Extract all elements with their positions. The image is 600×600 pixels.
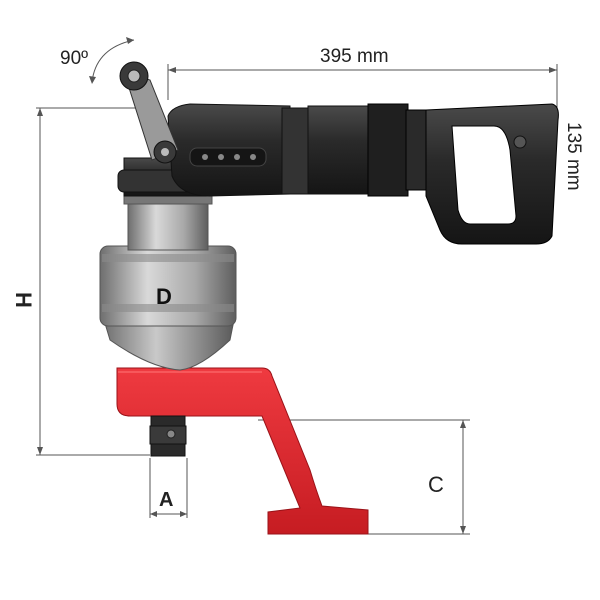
reaction-arm [116,367,369,535]
rotating-lever [119,61,179,164]
length-dimension [167,64,558,108]
a-dimension [149,458,188,518]
rotation-arrow-icon [91,39,135,83]
handle [425,103,559,245]
c-dimension [258,419,470,535]
height-side-label: 135 mm [563,122,584,191]
motor-body [167,103,448,197]
length-label: 395 mm [320,46,389,67]
h-label: H [11,292,36,308]
d-label: D [156,284,172,309]
c-label: C [428,472,444,497]
a-label: A [159,489,173,511]
square-drive [149,415,187,457]
gearbox [99,195,237,371]
rotation-label: 90º [60,48,88,69]
